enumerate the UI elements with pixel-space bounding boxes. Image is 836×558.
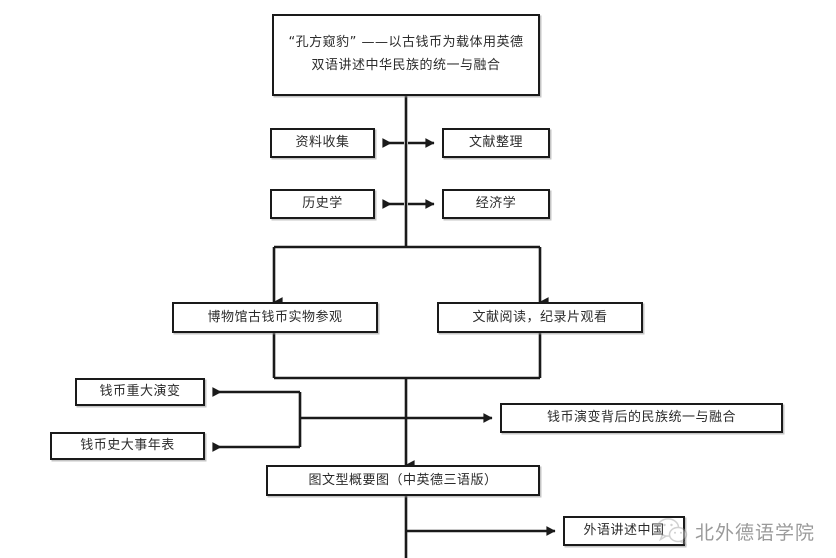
node-trilingual-summary[interactable]: 图文型概要图（中英德三语版） <box>266 465 540 496</box>
node-label: 图文型概要图（中英德三语版） <box>308 472 498 488</box>
node-label: 钱币重大演变 <box>99 384 181 400</box>
node-title-label: “孔方窥豹” ——以古钱币为载体用英德 双语讲述中华民族的统一与融合 <box>288 35 524 73</box>
node-label: 钱币演变背后的民族统一与融合 <box>546 410 736 426</box>
node-coin-chronology[interactable]: 钱币史大事年表 <box>50 432 205 460</box>
node-literature-organizing[interactable]: 文献整理 <box>442 128 550 158</box>
node-coin-evolution[interactable]: 钱币重大演变 <box>75 378 205 406</box>
node-label: 文献阅读，纪录片观看 <box>472 309 608 325</box>
watermark: 北外德语学院 <box>655 508 835 554</box>
node-label: 资料收集 <box>295 135 350 151</box>
node-economics[interactable]: 经济学 <box>442 189 550 219</box>
node-label: 文献整理 <box>468 135 523 151</box>
node-label: 博物馆古钱币实物参观 <box>207 309 343 325</box>
node-title[interactable]: “孔方窥豹” ——以古钱币为载体用英德 双语讲述中华民族的统一与融合 <box>272 14 540 96</box>
node-label: 钱币史大事年表 <box>80 438 175 454</box>
watermark-label: 北外德语学院 <box>695 521 816 544</box>
wechat-logo <box>656 518 688 546</box>
node-reading-documentary[interactable]: 文献阅读，纪录片观看 <box>437 302 643 333</box>
node-label: 经济学 <box>475 196 517 212</box>
node-telling-china[interactable]: 外语讲述中国 <box>563 516 685 546</box>
node-history[interactable]: 历史学 <box>270 189 375 219</box>
node-national-unity[interactable]: 钱币演变背后的民族统一与融合 <box>500 403 783 433</box>
node-museum-visit[interactable]: 博物馆古钱币实物参观 <box>172 302 378 333</box>
node-label: 外语讲述中国 <box>583 523 665 539</box>
node-label: 历史学 <box>302 196 343 212</box>
node-data-collection[interactable]: 资料收集 <box>270 128 375 158</box>
